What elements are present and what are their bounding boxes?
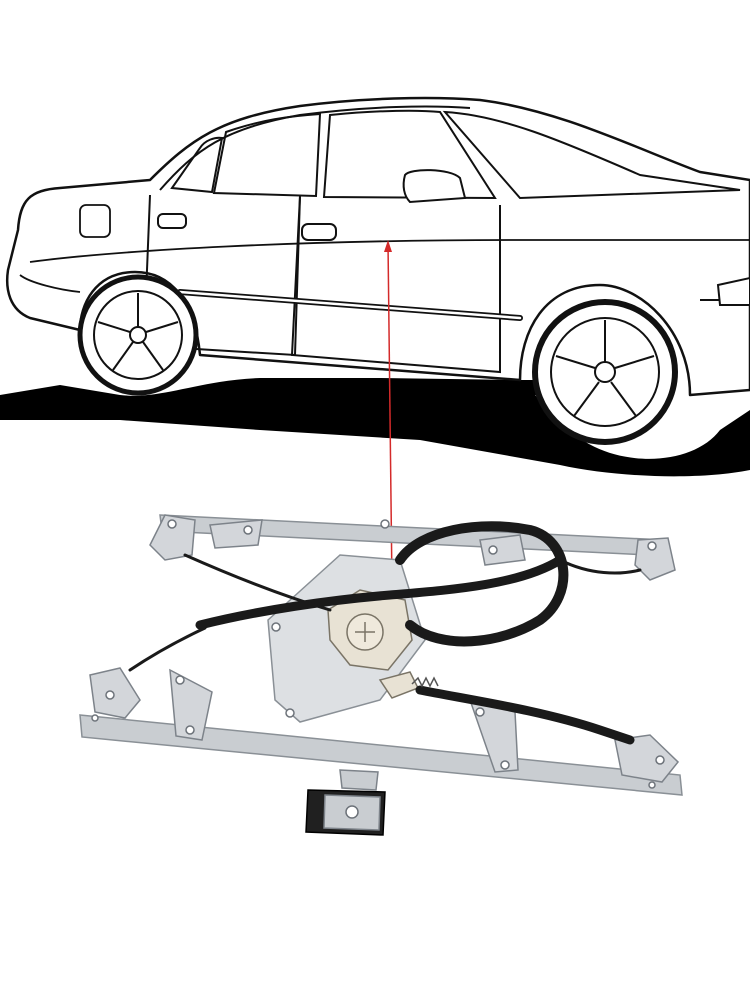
upper-right-bracket	[634, 537, 676, 581]
motor-gear-housing	[327, 589, 420, 699]
rear-door-window-outline	[212, 112, 322, 198]
car-body-outline	[6, 96, 750, 397]
cable-main-left	[195, 555, 565, 630]
windshield-outline	[442, 110, 741, 200]
cable-lower-right	[415, 685, 635, 745]
fuel-cap	[79, 204, 111, 238]
rear-wheel	[77, 274, 199, 396]
front-door-handle	[301, 223, 337, 241]
lower-rail	[79, 714, 683, 796]
lower-right-bracket	[614, 734, 680, 783]
rear-door-handle	[157, 213, 187, 229]
upper-left-bracket	[149, 514, 196, 561]
cable-wire-upper-right	[558, 558, 642, 575]
cable-wire-upper-left	[183, 553, 332, 612]
car-illustration	[0, 96, 750, 477]
front-door-outline	[290, 195, 501, 374]
left-slider	[169, 668, 213, 741]
front-wheel	[532, 299, 678, 445]
side-mirror	[402, 169, 467, 204]
front-door-window-outline	[322, 109, 497, 200]
cable-loop	[395, 521, 569, 647]
rear-window-outline	[170, 136, 224, 194]
cable-wire-left	[128, 626, 207, 672]
rivets	[91, 519, 665, 789]
window-regulator	[79, 514, 683, 836]
tension-spring	[411, 676, 439, 688]
lift-clamp	[305, 769, 386, 836]
lower-left-bracket	[89, 667, 141, 719]
